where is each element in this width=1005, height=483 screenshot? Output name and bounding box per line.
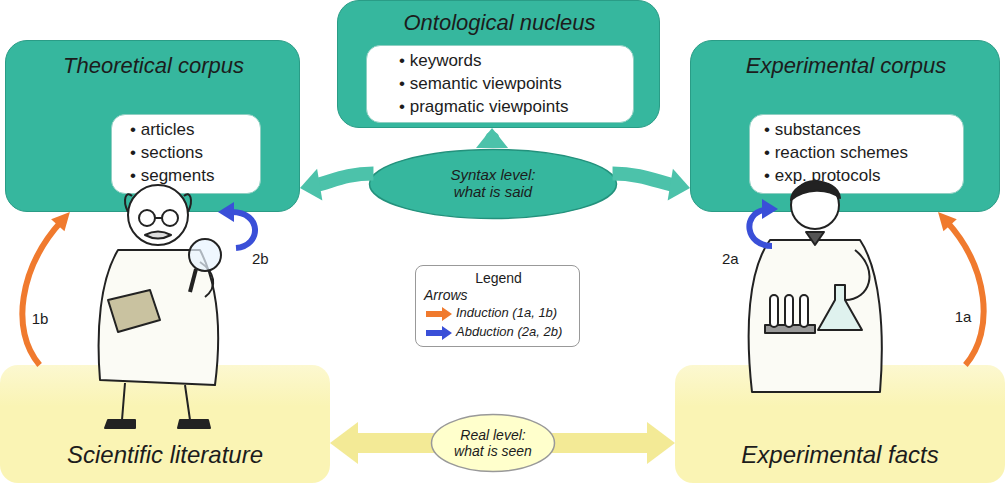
node-text: • reaction schemes	[764, 143, 962, 163]
node-title: Experimental corpus	[691, 53, 1001, 78]
node-text: • keywords	[399, 51, 629, 71]
real-level-ellipse: Real level: what is seen	[430, 413, 556, 473]
node-title: Ontological nucleus	[338, 10, 661, 35]
node-text: • sections	[130, 143, 260, 163]
node-text: • segments	[130, 166, 260, 186]
block-arrow	[300, 169, 373, 201]
legend-text: Induction (1a, 1b)	[456, 306, 578, 321]
chemist-figure	[749, 181, 882, 392]
legend-swatch	[426, 307, 452, 321]
node-title: Experimental facts	[675, 441, 1005, 469]
item-list-box: • articles • sections • segments	[111, 114, 261, 194]
induction-arrow	[22, 212, 70, 365]
node-text: • semantic viewpoints	[399, 74, 629, 94]
node-text: • pragmatic viewpoints	[399, 97, 629, 117]
callout-number: 1b	[32, 310, 62, 327]
legend-text: Abduction (2a, 2b)	[456, 325, 578, 340]
legend-title: Legend	[416, 270, 581, 286]
nucleus-box: Ontological nucleus • keywords • semantic …	[337, 0, 660, 128]
node-text: Arrows	[424, 287, 524, 303]
double-block-arrow	[330, 422, 675, 464]
legend-swatch	[426, 326, 452, 340]
legend-box: LegendArrowsInduction (1a, 1b) Abduction …	[415, 265, 580, 347]
corpus-box: Experimental corpus • substances • reactio…	[690, 40, 1000, 212]
node-title: Scientific literature	[0, 441, 330, 469]
node-title: Real level: what is seen	[446, 427, 540, 459]
block-arrow	[476, 128, 508, 148]
induction-arrow	[938, 212, 984, 365]
node-text: • articles	[130, 120, 260, 140]
syntax-level-ellipse: Syntax level: what is said	[368, 148, 618, 220]
callout-number: 1a	[955, 308, 985, 325]
node-text: • substances	[764, 120, 962, 140]
node-text: • exp. protocols	[764, 166, 962, 186]
block-arrow	[613, 169, 690, 201]
node-title: Theoretical corpus	[6, 53, 301, 78]
callout-number: 2b	[252, 250, 282, 267]
item-list-box: • substances • reaction schemes • exp. pro…	[749, 114, 964, 194]
item-list-box: • keywords • semantic viewpoints • pragmat…	[366, 45, 634, 123]
node-title: Syntax level: what is said	[436, 166, 550, 201]
callout-number: 2a	[722, 250, 752, 267]
